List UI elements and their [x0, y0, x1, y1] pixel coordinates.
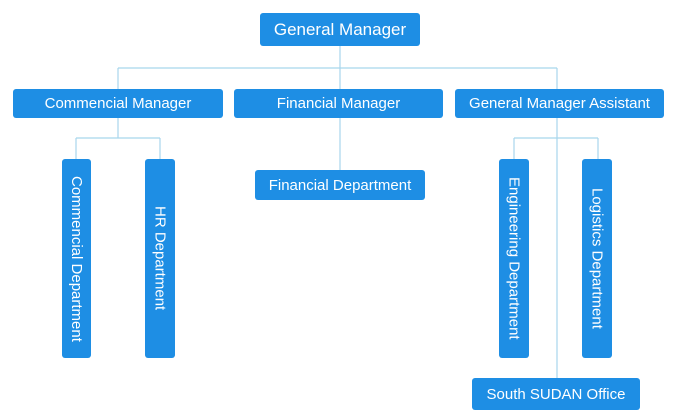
node-label: General Manager [273, 19, 407, 39]
node-south-sudan-office[interactable]: South SUDAN Office [472, 378, 640, 410]
node-logistics-department[interactable]: Logistics Department [582, 159, 612, 358]
node-label: Commencial Department [68, 175, 85, 342]
node-label: Financial Manager [276, 95, 401, 112]
node-label: Logistics Department [588, 188, 606, 329]
node-commercial-department[interactable]: Commencial Department [62, 159, 91, 358]
node-label: Commencial Manager [44, 95, 192, 112]
node-financial-department[interactable]: Financial Department [255, 170, 425, 200]
node-hr-department[interactable]: HR Department [145, 159, 175, 358]
node-label: General Manager Assistant [469, 95, 650, 112]
node-label: HR Department [151, 206, 169, 311]
node-label: Financial Department [268, 176, 412, 194]
node-label: Engineering Department [505, 177, 523, 340]
node-engineering-department[interactable]: Engineering Department [499, 159, 529, 358]
node-financial-manager[interactable]: Financial Manager [234, 89, 443, 118]
node-general-manager[interactable]: General Manager [260, 13, 420, 46]
node-gm-assistant[interactable]: General Manager Assistant [455, 89, 664, 118]
node-label: South SUDAN Office [486, 385, 626, 403]
node-commercial-manager[interactable]: Commencial Manager [13, 89, 223, 118]
